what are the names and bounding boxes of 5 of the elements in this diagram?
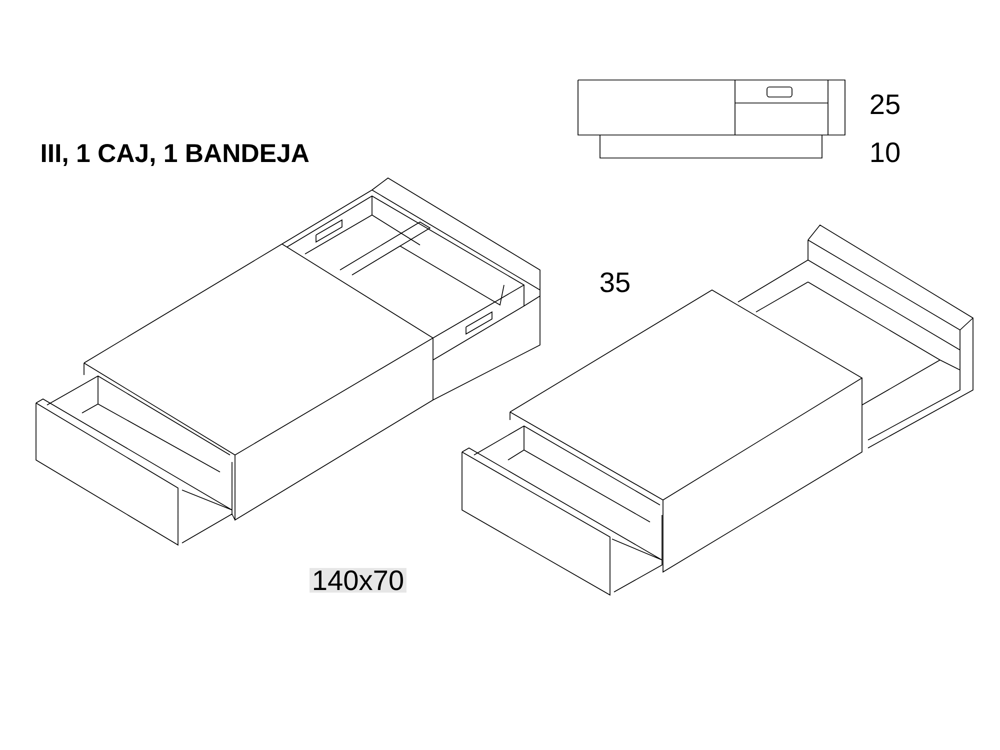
dimension-label: 25 xyxy=(870,94,900,114)
dimension-label: 10 xyxy=(872,142,900,162)
dimension-label: 35 xyxy=(600,272,630,292)
title: III, 1 CAJ, 1 BANDEJA xyxy=(42,144,309,166)
dimension-label: 140x70 xyxy=(310,568,406,593)
